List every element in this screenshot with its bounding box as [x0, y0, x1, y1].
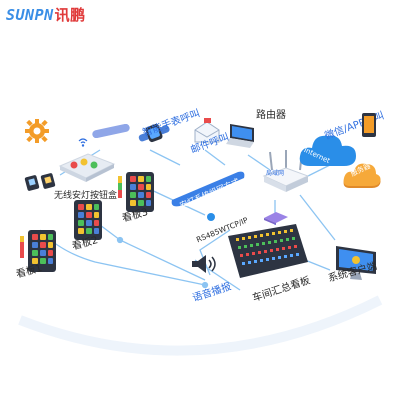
lan-label: 局域网: [266, 170, 285, 177]
line-email: [204, 149, 226, 166]
gear-icon: [25, 119, 49, 143]
switch-box: [264, 212, 288, 225]
line-node: [116, 236, 124, 244]
line-router-client: [299, 194, 336, 241]
system-networking-banner: [171, 171, 245, 207]
brand-logo: SUNPN讯鹏: [6, 4, 86, 25]
speaker-icon: [192, 255, 216, 273]
wireless-signal-icon: [78, 138, 88, 147]
wireless-button-box: [58, 153, 116, 182]
line-switch-hub: [199, 229, 231, 276]
floor-swirl: [18, 295, 383, 356]
router-icon: [262, 150, 310, 192]
brand-name-cn: 讯鹏: [54, 6, 86, 24]
router-label: 路由器: [256, 110, 286, 121]
laptop-icon: [226, 124, 254, 148]
phone-icon: [362, 113, 376, 137]
monitor-icon: [336, 246, 376, 280]
brand-name-en: SUNPN: [6, 6, 54, 24]
server-cloud-icon: [343, 163, 381, 188]
line-watch: [149, 149, 181, 166]
line-laptop-router: [247, 154, 271, 171]
wireless-button-box-label: 无线安灯按钮盒: [54, 191, 118, 201]
board-1-icon: [20, 230, 56, 272]
decor-pill: [92, 124, 130, 138]
line-node: [201, 281, 209, 289]
email-icon: [194, 118, 220, 143]
cloud-icon: [299, 135, 356, 166]
mini-device-icon: [24, 173, 56, 191]
led-board-icon: [228, 224, 308, 278]
board-3-icon: [118, 172, 154, 212]
board-2-icon: [74, 200, 102, 240]
protocol-node-icon: [207, 213, 215, 221]
line-board-client: [304, 259, 331, 271]
smartwatch-icon: [138, 123, 170, 143]
